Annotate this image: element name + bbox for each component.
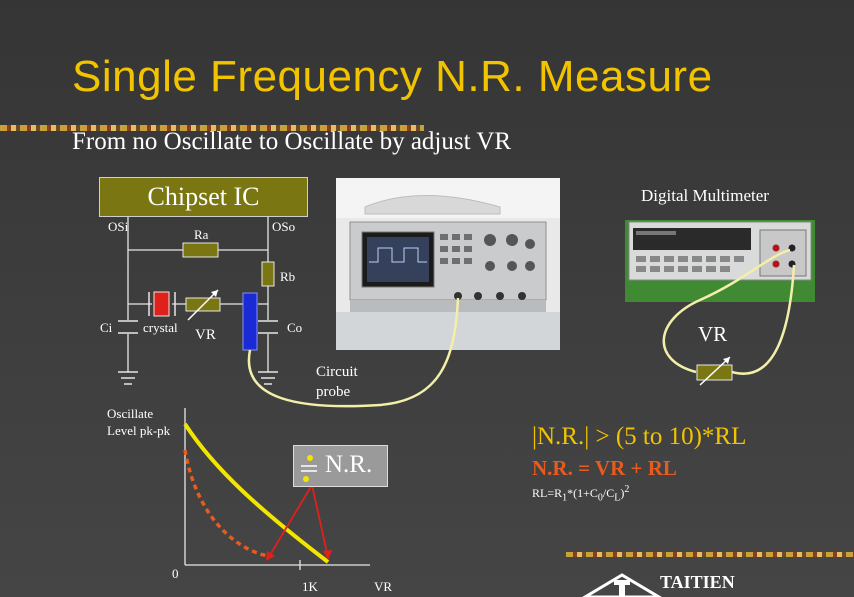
- decorative-band-bottom: [566, 552, 854, 557]
- graph-x-tick-1k: 1K: [302, 579, 318, 594]
- probe-cable: [247, 297, 460, 408]
- ground-symbol-left: [118, 371, 138, 385]
- multimeter-label: Digital Multimeter: [641, 186, 769, 205]
- formula-rl-sub-3: L: [614, 492, 621, 504]
- formula-rl-sub-1: 1: [562, 492, 568, 504]
- meter-wire-right: [731, 264, 796, 375]
- formula-rl-part-d: ): [620, 486, 625, 500]
- resistor-ra: [182, 242, 219, 258]
- capacitor-co: [258, 320, 278, 334]
- probe-label-line2: probe: [316, 384, 351, 400]
- graph-ylabel-line1: Oscillate: [107, 406, 154, 421]
- graph-axes: [184, 408, 370, 570]
- meter-wire-left: [662, 248, 791, 374]
- oscilloscope-illustration: [336, 178, 560, 350]
- curve-dashed: [183, 449, 269, 558]
- formula-rl-sup: 2: [624, 484, 630, 495]
- formula-nr-sum: N.R. = VR + RL: [532, 456, 677, 480]
- formula-rl-sub-2: 0: [597, 492, 603, 504]
- graph-xlabel: VR: [374, 579, 393, 594]
- slide-subtitle: From no Oscillate to Oscillate by adjust…: [72, 128, 512, 155]
- probe-tip: [242, 292, 258, 351]
- formula-rl-part-b: *(1+C: [567, 486, 598, 500]
- oso-label: OSo: [272, 219, 296, 234]
- formula-nr-condition: |N.R.| > (5 to 10)*RL: [532, 423, 747, 450]
- ci-label: Ci: [100, 320, 113, 335]
- ground-symbol-right: [258, 371, 278, 385]
- resistor-rb: [261, 261, 275, 287]
- multimeter-illustration: [625, 220, 815, 302]
- graph-origin-label: 0: [172, 566, 179, 581]
- meter-vr-label: VR: [698, 322, 728, 346]
- rb-label: Rb: [280, 269, 296, 284]
- nr-label: N.R.: [325, 451, 373, 478]
- osi-label: OSi: [108, 219, 129, 234]
- probe-label-line1: Circuit: [316, 364, 358, 380]
- taitien-logo-text: TAITIEN: [660, 572, 735, 592]
- variable-resistor-vr: [185, 289, 221, 321]
- slide-title: Single Frequency N.R. Measure: [72, 52, 713, 101]
- chipset-ic-box: Chipset IC: [99, 177, 308, 217]
- ra-label: Ra: [194, 227, 209, 242]
- crystal-label: crystal: [143, 320, 178, 335]
- crystal-symbol: [148, 291, 176, 317]
- circuit-wires: [127, 217, 269, 372]
- meter-variable-resistor: [696, 356, 733, 386]
- formula-rl: RL=R1*(1+C0/CL)2: [532, 484, 629, 503]
- formula-rl-part-c: /C: [602, 486, 615, 500]
- graph-ylabel-line2: Level pk-pk: [107, 423, 171, 438]
- vr-label: VR: [195, 327, 216, 343]
- formula-rl-part-a: RL=R: [532, 486, 563, 500]
- nr-arrows: [266, 484, 332, 561]
- co-label: Co: [287, 320, 303, 335]
- curve-main: [183, 422, 330, 564]
- decorative-band: [0, 125, 424, 131]
- capacitor-ci: [118, 320, 138, 334]
